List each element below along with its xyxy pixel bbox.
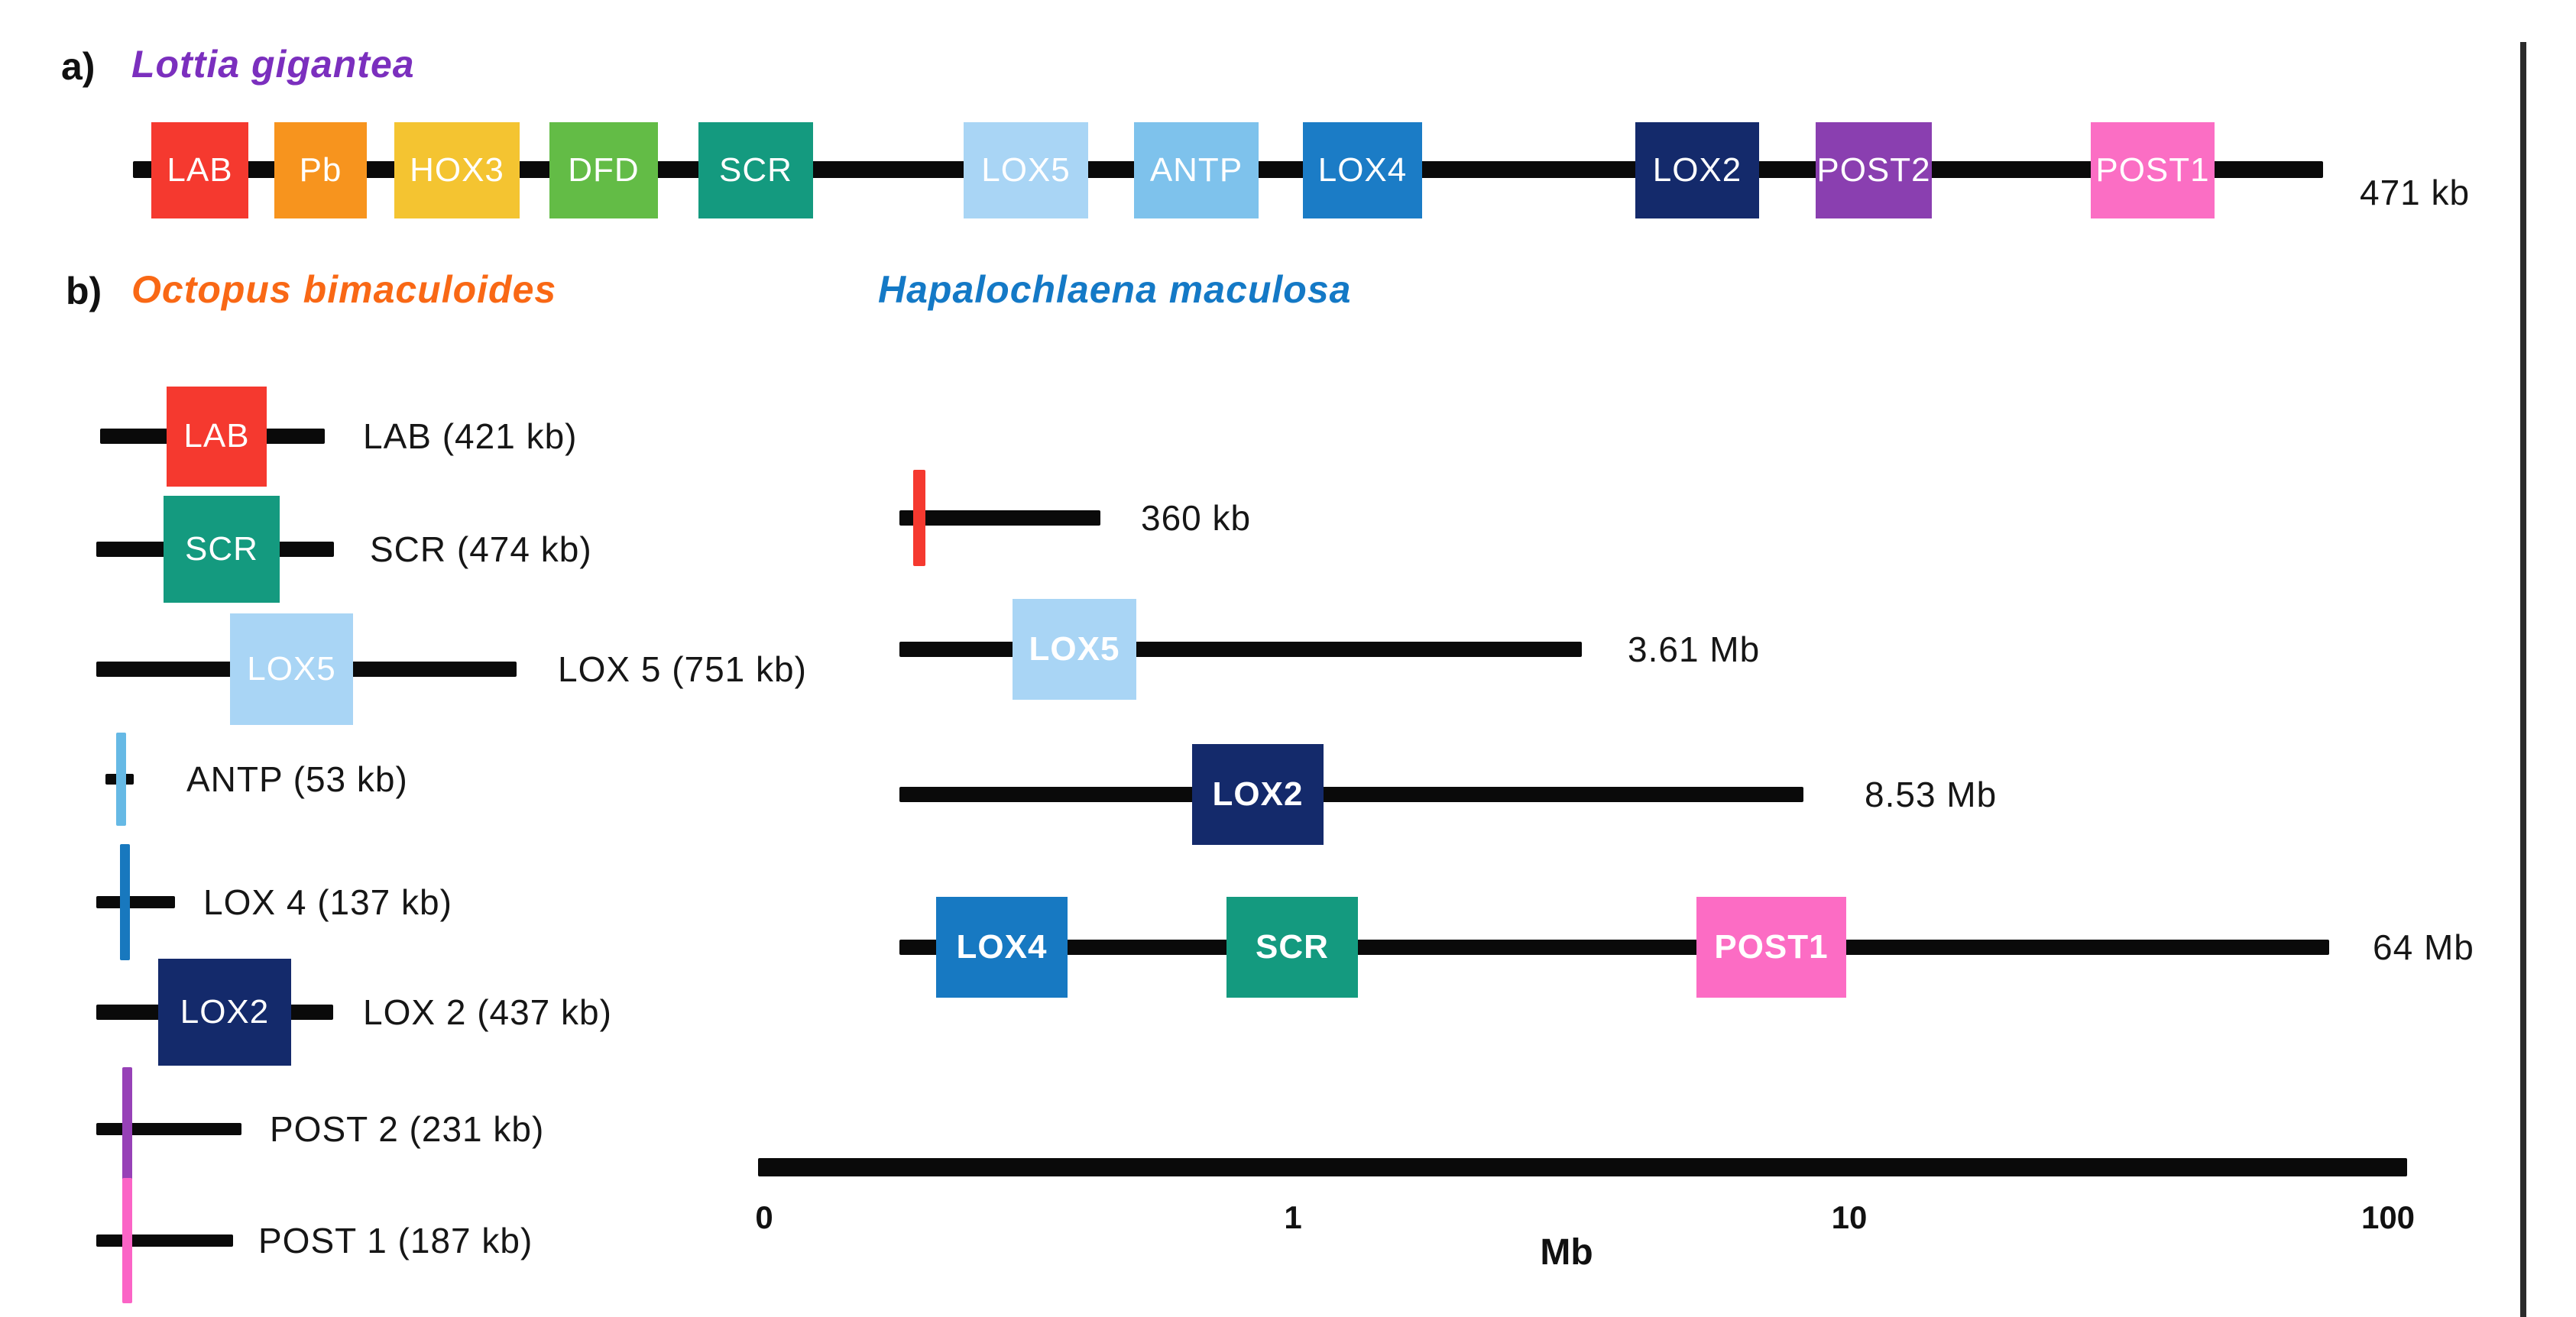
octopus-scaffold-label: ANTP (53 kb): [186, 759, 408, 799]
gene-box-lox2: LOX2: [1192, 744, 1324, 845]
hapalochlaena-scaffold-line: [899, 510, 1100, 526]
hapalochlaena-scaffold-line: [899, 940, 2329, 955]
panel-b-label: b): [66, 270, 102, 312]
gene-box-post1: POST1: [1696, 897, 1846, 998]
octopus-scaffold-label: LOX 4 (137 kb): [203, 882, 452, 922]
gene-box-lox4: LOX4: [936, 897, 1068, 998]
gene-box-post1: POST1: [2091, 122, 2215, 218]
hapalochlaena-scaffold-label: 8.53 Mb: [1865, 775, 1998, 814]
species-title-hapalochlaena-maculosa: Hapalochlaena maculosa: [878, 268, 1352, 311]
gene-bar-antp: [116, 733, 126, 826]
octopus-scaffold-label: POST 1 (187 kb): [258, 1221, 533, 1260]
gene-bar-post2: [122, 1067, 132, 1191]
hapalochlaena-scaffold-line: [899, 787, 1803, 802]
gene-bar-marker: [913, 470, 925, 566]
gene-bar-lox4: [120, 844, 130, 960]
octopus-scaffold-label: LAB (421 kb): [363, 416, 578, 456]
lottia-cluster-length: 471 kb: [2360, 173, 2471, 212]
hapalochlaena-scaffold-label: 64 Mb: [2373, 927, 2474, 967]
species-title-lottia-gigantea: Lottia gigantea: [131, 43, 415, 86]
gene-box-lab: LAB: [167, 386, 267, 487]
gene-box-lox2: LOX2: [1635, 122, 1759, 218]
octopus-scaffold-line: [96, 896, 175, 908]
gene-box-lox5: LOX5: [964, 122, 1088, 218]
hapalochlaena-scaffold-label: 360 kb: [1141, 498, 1252, 538]
octopus-scaffold-label: POST 2 (231 kb): [270, 1109, 545, 1149]
gene-box-dfd: DFD: [549, 122, 658, 218]
gene-box-scr: SCR: [1226, 897, 1358, 998]
gene-box-post2: POST2: [1816, 122, 1932, 218]
gene-box-scr: SCR: [698, 122, 813, 218]
gene-box-lox2: LOX2: [158, 959, 291, 1066]
figure-right-border: [2520, 42, 2526, 1317]
hapalochlaena-scaffold-label: 3.61 Mb: [1628, 629, 1761, 669]
axis-tick-1: 1: [1284, 1199, 1302, 1235]
axis-line: [758, 1158, 2407, 1176]
octopus-scaffold-label: SCR (474 kb): [370, 529, 592, 569]
gene-box-pb: Pb: [274, 122, 367, 218]
axis-tick-100: 100: [2361, 1199, 2416, 1235]
octopus-scaffold-line: [96, 1123, 241, 1135]
hapalochlaena-scaffold-line: [899, 642, 1582, 657]
axis-unit-label: Mb: [1540, 1232, 1593, 1273]
octopus-scaffold-line: [96, 1234, 233, 1247]
octopus-scaffold-label: LOX 2 (437 kb): [363, 992, 612, 1032]
species-title-octopus-bimaculoides: Octopus bimaculoides: [131, 268, 557, 311]
gene-box-lox4: LOX4: [1303, 122, 1422, 218]
gene-box-lox5: LOX5: [1013, 599, 1136, 700]
axis-tick-10: 10: [1831, 1199, 1868, 1235]
gene-box-scr: SCR: [164, 496, 280, 603]
gene-box-antp: ANTP: [1134, 122, 1259, 218]
gene-box-lox5: LOX5: [230, 613, 353, 725]
octopus-scaffold-label: LOX 5 (751 kb): [558, 649, 807, 689]
gene-bar-post1: [122, 1178, 132, 1303]
gene-box-lab: LAB: [151, 122, 248, 218]
gene-box-hox3: HOX3: [394, 122, 520, 218]
axis-tick-0: 0: [755, 1199, 773, 1235]
panel-a-label: a): [61, 45, 96, 88]
